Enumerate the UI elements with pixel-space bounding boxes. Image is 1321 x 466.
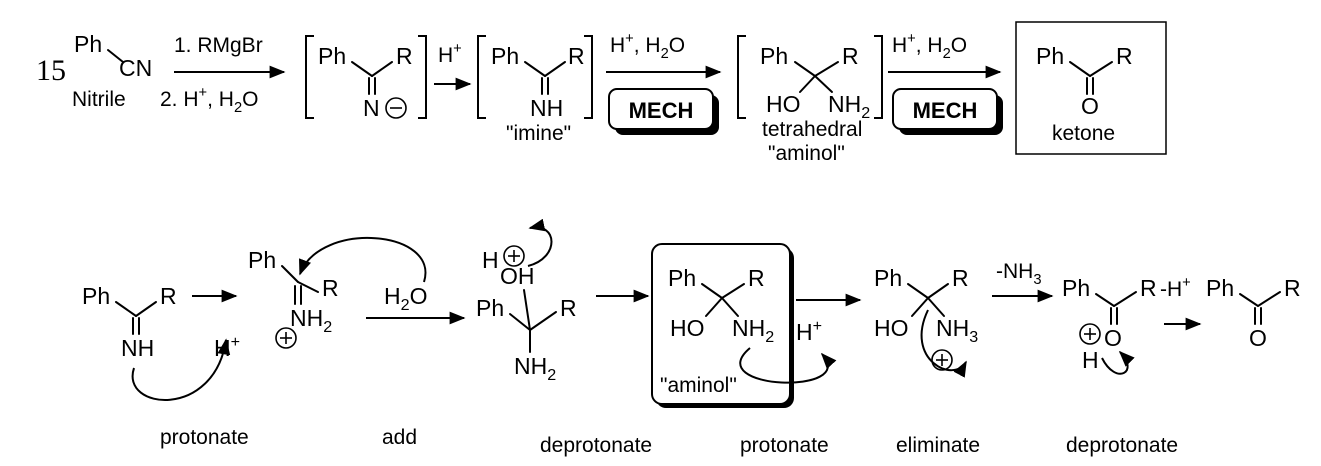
hplus-label: H+ — [438, 41, 462, 67]
imine-molecule: Ph R NH "imine" — [477, 35, 593, 145]
svg-text:Ph: Ph — [476, 295, 504, 321]
step-label-protonate: protonate — [160, 426, 249, 449]
svg-text:Ph: Ph — [1206, 275, 1234, 301]
product-box — [1015, 21, 1167, 155]
svg-text:O: O — [1104, 325, 1122, 351]
imine-r: R — [568, 43, 585, 69]
nitrile-bond — [107, 49, 124, 63]
water-label: H2O — [384, 283, 427, 314]
step-label-deprotonate: deprotonate — [540, 434, 652, 457]
curved-arrow-deprotonate-2 — [1101, 350, 1135, 375]
mech-hplus-2: H+ — [796, 317, 822, 345]
aminol-r: R — [842, 43, 859, 69]
aminol-caption1: tetrahedral — [762, 118, 862, 141]
aminol-intermediate: Ph R HO NH2 tetrahedral "aminol" — [737, 35, 883, 165]
imine-ph: Ph — [491, 43, 519, 69]
svg-text:R: R — [952, 265, 969, 291]
svg-text:NH2: NH2 — [732, 315, 774, 346]
svg-text:NH: NH — [121, 335, 154, 361]
aminol-ph: Ph — [760, 43, 788, 69]
svg-text:R: R — [322, 275, 339, 301]
svg-text:Ph: Ph — [82, 283, 110, 309]
ketone-r: R — [1116, 43, 1133, 69]
ketone-caption: ketone — [1052, 122, 1115, 145]
aminol-box — [651, 243, 791, 405]
imine-caption: "imine" — [506, 122, 571, 145]
mech-ammonium: Ph R HO NH3 -NH3 — [874, 260, 1042, 378]
aminol-nh2: NH2 — [828, 91, 870, 122]
minus-nh3-label: -NH3 — [996, 260, 1042, 288]
svg-text:NH3: NH3 — [936, 315, 978, 346]
svg-text:H: H — [1082, 347, 1099, 373]
nitrile-caption: Nitrile — [72, 88, 126, 111]
svg-text:R: R — [560, 295, 577, 321]
imine-nh: NH — [530, 95, 563, 121]
mech-iminium: Ph R NH2 H2O — [248, 237, 427, 349]
minus-hplus-label: -H+ — [1160, 275, 1191, 301]
step-label-deprotonate-2: deprotonate — [1066, 434, 1178, 457]
svg-text:Ph: Ph — [1062, 275, 1090, 301]
curved-arrow-protonate-2 — [739, 347, 837, 384]
anion-ph: Ph — [318, 43, 346, 69]
cond2-label: H+, H2O — [892, 31, 967, 62]
mech-aminol: Ph R HO NH2 "aminol" H+ — [651, 243, 837, 408]
reagent-step1: 1. RMgBr — [174, 34, 263, 57]
cond1-label: H+, H2O — [610, 31, 685, 62]
aminol-ho: HO — [766, 91, 801, 117]
positive-charge-icon — [275, 327, 297, 349]
step-label-protonate-2: protonate — [740, 434, 829, 457]
svg-text:Ph: Ph — [248, 247, 276, 273]
ketone-o: O — [1081, 93, 1099, 119]
mech-imine: Ph R NH H+ — [82, 283, 240, 401]
svg-text:R: R — [1284, 275, 1301, 301]
grignard-step: 1. RMgBr 2. H+, H2O — [160, 34, 286, 116]
nitrile-molecule: Ph CN Nitrile — [72, 31, 152, 111]
mech-label-2: MECH — [913, 98, 978, 123]
mech-ketone: Ph R O — [1206, 275, 1301, 351]
scheme-number: 15 — [36, 54, 66, 87]
curved-arrow-deprotonate — [527, 218, 553, 267]
svg-text:O: O — [1249, 325, 1267, 351]
left-bracket — [305, 35, 314, 119]
step-label-eliminate: eliminate — [896, 434, 980, 457]
svg-text:HO: HO — [670, 315, 705, 341]
curved-arrow-protonate — [131, 338, 231, 401]
imine-anion: Ph R N — [305, 35, 427, 121]
svg-text:HO: HO — [874, 315, 909, 341]
mech-oxocarbenium: Ph R O H -H+ — [1062, 275, 1191, 375]
svg-text:NH2: NH2 — [290, 305, 332, 336]
svg-text:R: R — [1140, 275, 1157, 301]
step-label-add: add — [382, 426, 417, 449]
anion-n: N — [363, 95, 380, 121]
mech-button-2[interactable]: MECH — [892, 88, 1003, 135]
svg-text:NH2: NH2 — [514, 353, 556, 384]
right-bracket — [418, 35, 427, 119]
mech-label-1: MECH — [629, 98, 694, 123]
mech-hplus-1: H+ — [214, 333, 240, 361]
svg-text:OH: OH — [500, 263, 535, 289]
anion-r: R — [396, 43, 413, 69]
svg-text:R: R — [160, 283, 177, 309]
nitrile-cn: CN — [119, 55, 152, 81]
curved-arrow-eliminate — [920, 309, 967, 378]
mech-oxonium-adduct: H OH Ph R NH2 — [476, 218, 577, 384]
svg-text:H: H — [482, 247, 499, 273]
reagent-step2: 2. H+, H2O — [160, 85, 258, 116]
negative-charge-icon — [385, 97, 407, 119]
aminol-label-boxed: "aminol" — [660, 374, 737, 397]
svg-text:R: R — [748, 265, 765, 291]
svg-text:Ph: Ph — [874, 265, 902, 291]
mech-button-1[interactable]: MECH — [608, 88, 719, 135]
aminol-caption2: "aminol" — [768, 142, 845, 165]
nitrile-ph: Ph — [74, 31, 102, 57]
ketone-ph: Ph — [1036, 43, 1064, 69]
curved-arrow-add — [299, 237, 427, 283]
svg-text:Ph: Ph — [668, 265, 696, 291]
ketone-product: Ph R O ketone — [1015, 21, 1167, 155]
